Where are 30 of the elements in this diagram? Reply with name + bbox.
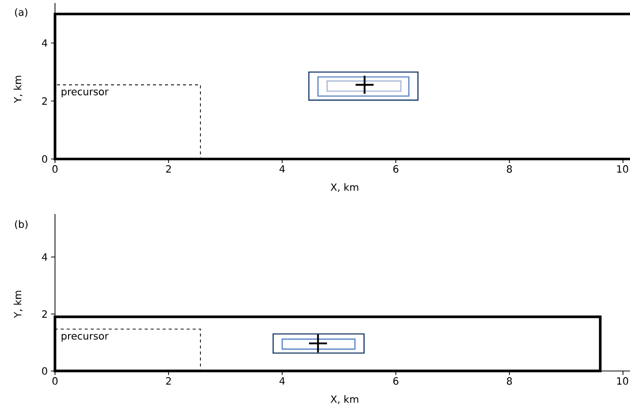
tick-label: 8 <box>506 165 512 173</box>
domain-boundary <box>54 12 630 160</box>
tick-label: 0 <box>52 165 58 173</box>
tick-label: 10 <box>617 377 628 385</box>
tick-label: 0 <box>42 367 48 375</box>
nested-domain <box>282 338 356 350</box>
precursor-region: precursor <box>54 84 201 160</box>
tick-label: 4 <box>42 39 48 47</box>
tick-label: 6 <box>393 165 398 173</box>
axis-title: Y, km <box>14 76 22 103</box>
axis-title: Y, km <box>14 290 22 318</box>
tick-label: 6 <box>393 377 398 385</box>
tick-label: 4 <box>42 253 48 261</box>
nested-domain <box>317 76 410 97</box>
tick-label: 4 <box>280 377 285 384</box>
domain-boundary <box>54 316 602 372</box>
tick-label: 8 <box>506 377 512 385</box>
tick-label: 10 <box>617 165 628 173</box>
precursor-region: precursor <box>54 328 201 372</box>
axis-title: X, km <box>330 183 358 192</box>
tick-label: 2 <box>42 310 47 318</box>
nested-domain <box>326 80 402 92</box>
nested-domain <box>308 71 419 101</box>
axis-title: X, km <box>330 395 358 404</box>
panel-label: (a) <box>15 8 28 18</box>
tick-label: 4 <box>280 165 285 172</box>
tick-label: 0 <box>42 155 48 163</box>
nested-domain <box>272 333 365 354</box>
tick-label: 0 <box>52 377 58 385</box>
panel-label: (b) <box>15 220 28 230</box>
